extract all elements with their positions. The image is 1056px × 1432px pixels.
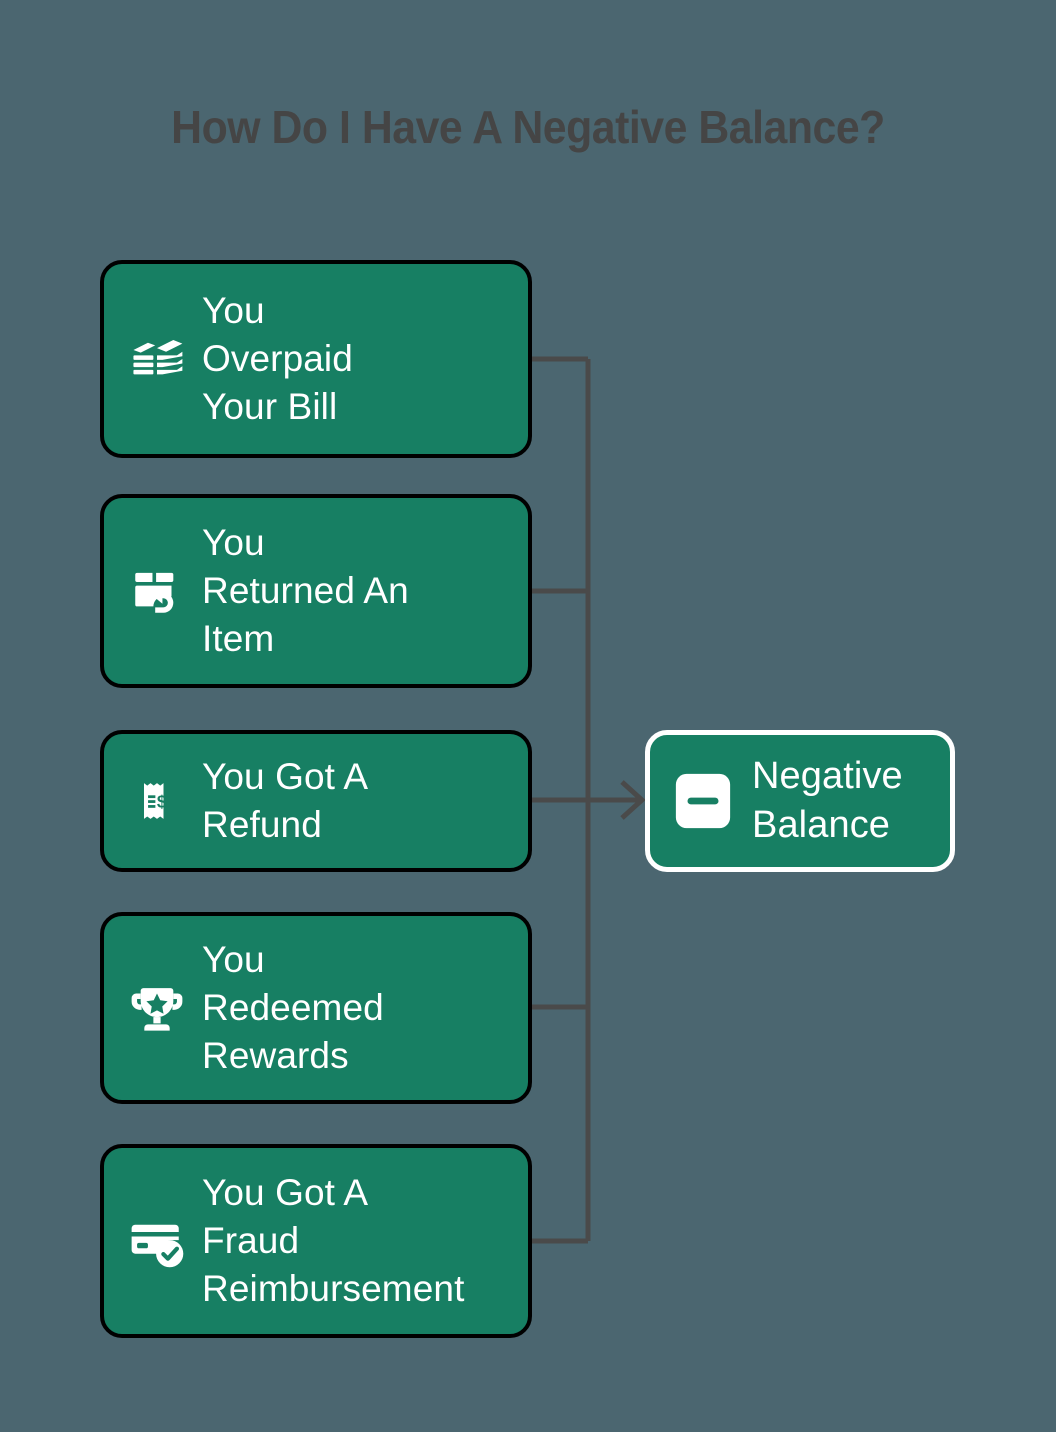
minus-square-icon (670, 768, 736, 834)
flow-node-label: You Redeemed Rewards (202, 938, 384, 1077)
flow-node-label: You Got A Refund (202, 755, 369, 845)
flow-node-rewards[interactable]: You Redeemed Rewards (100, 912, 532, 1104)
flow-node-returned[interactable]: You Returned An Item (100, 494, 532, 688)
flow-node-label: Negative Balance (752, 755, 903, 846)
money-stack-icon (126, 328, 188, 390)
receipt-dollar-icon: $ (126, 770, 188, 832)
package-return-icon (126, 560, 188, 622)
flow-node-refund[interactable]: $ You Got A Refund (100, 730, 532, 872)
flow-node-negative-balance[interactable]: Negative Balance (645, 730, 955, 872)
flow-node-label: You Overpaid Your Bill (202, 289, 353, 428)
credit-card-check-icon (126, 1210, 188, 1272)
trophy-star-icon (126, 977, 188, 1039)
flow-node-label: You Got A Fraud Reimbursement (202, 1171, 465, 1310)
flow-node-label: You Returned An Item (202, 521, 409, 660)
flow-node-overpaid[interactable]: You Overpaid Your Bill (100, 260, 532, 458)
connector-arrowhead (620, 780, 646, 820)
flow-node-fraud[interactable]: You Got A Fraud Reimbursement (100, 1144, 532, 1338)
page-title: How Do I Have A Negative Balance? (171, 101, 885, 153)
svg-text:$: $ (157, 792, 167, 812)
